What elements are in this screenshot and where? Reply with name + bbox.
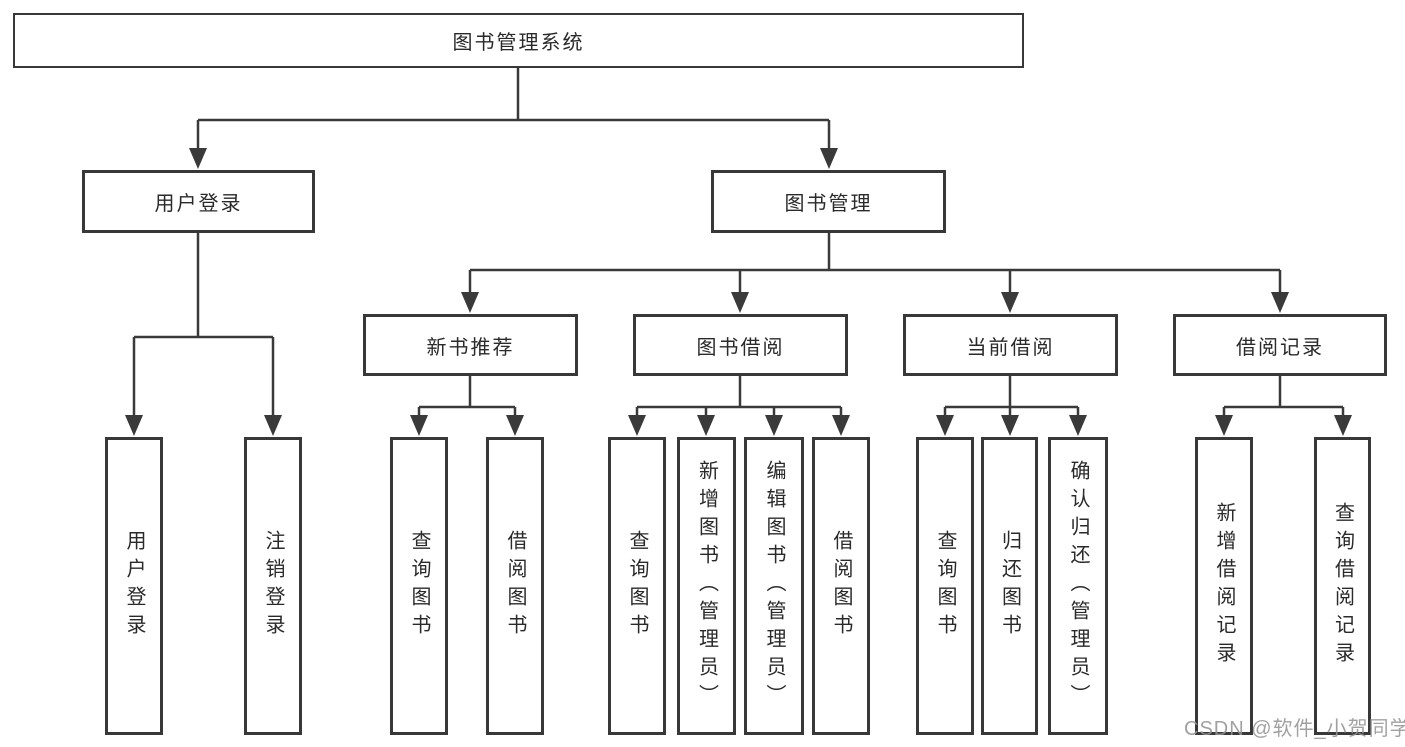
arrowhead-down-icon [1271, 292, 1289, 313]
node-label: 图书管理系统 [452, 32, 585, 54]
node-label: 编辑图书（管理员） [763, 460, 785, 712]
node-label: 新书推荐 [426, 336, 515, 359]
arrowhead-down-icon [697, 415, 715, 436]
leaf-query-books-current: 查询图书 [916, 437, 974, 735]
node-label: 图书借阅 [696, 336, 785, 359]
arrowhead-down-icon [936, 415, 954, 436]
node-label: 查询图书 [626, 530, 648, 642]
node-label: 图书管理 [784, 193, 873, 215]
arrowhead-down-icon [125, 415, 143, 436]
arrowhead-down-icon [1215, 415, 1233, 436]
arrowhead-down-icon [832, 415, 850, 436]
leaf-logout: 注销登录 [244, 437, 302, 735]
node-new-book-recommend: 新书推荐 [363, 314, 578, 376]
leaf-edit-books-admin: 编辑图书（管理员） [744, 437, 804, 735]
node-label: 用户登录 [123, 530, 145, 642]
node-label: 归还图书 [998, 530, 1021, 642]
arrowhead-down-icon [410, 415, 428, 436]
arrowhead-down-icon [461, 292, 479, 313]
leaf-confirm-return-admin: 确认归还（管理员） [1048, 437, 1108, 735]
node-book-borrow: 图书借阅 [633, 314, 848, 376]
leaf-query-borrow-record: 查询借阅记录 [1314, 437, 1371, 735]
leaf-query-books-recommend: 查询图书 [390, 437, 448, 735]
node-label: 借阅记录 [1236, 336, 1324, 359]
node-label: 当前借阅 [966, 336, 1055, 359]
node-label: 查询图书 [408, 530, 430, 642]
node-label: 注销登录 [262, 530, 284, 642]
csdn-watermark: CSDN @软件_小贺同学 [1184, 718, 1405, 740]
arrowhead-down-icon [1001, 415, 1019, 436]
arrowhead-down-icon [189, 148, 207, 169]
node-label: 新增借阅记录 [1213, 502, 1235, 670]
node-label: 查询图书 [934, 530, 956, 642]
connector-book-borrow-to-leaves [628, 376, 850, 436]
node-borrow-records: 借阅记录 [1173, 314, 1387, 376]
node-label: 确认归还（管理员） [1067, 460, 1089, 712]
node-label: 查询借阅记录 [1331, 502, 1354, 670]
node-label: 用户登录 [154, 193, 243, 215]
connector-root-to-level2 [189, 68, 838, 169]
arrowhead-down-icon [1001, 292, 1019, 313]
arrowhead-down-icon [820, 148, 838, 169]
leaf-query-books-borrow: 查询图书 [608, 437, 666, 735]
connector-user-login-to-leaves [125, 233, 282, 436]
node-current-borrow: 当前借阅 [903, 314, 1118, 376]
arrowhead-down-icon [1069, 415, 1087, 436]
leaf-borrow-books-recommend: 借阅图书 [486, 437, 544, 735]
arrowhead-down-icon [264, 415, 282, 436]
node-user-login: 用户登录 [82, 170, 315, 233]
arrowhead-down-icon [506, 415, 524, 436]
arrowhead-down-icon [765, 415, 783, 436]
leaf-return-books: 归还图书 [981, 437, 1038, 735]
leaf-user-login: 用户登录 [105, 437, 163, 735]
leaf-add-borrow-record: 新增借阅记录 [1195, 437, 1253, 735]
node-book-management: 图书管理 [711, 170, 946, 233]
node-root-system: 图书管理系统 [13, 13, 1024, 68]
arrowhead-down-icon [628, 415, 646, 436]
leaf-borrow-books: 借阅图书 [812, 437, 870, 735]
node-label: 借阅图书 [504, 530, 526, 642]
connector-borrow-records-to-leaves [1215, 376, 1352, 436]
connector-book-management-to-level3 [461, 233, 1289, 313]
node-label: 新增图书（管理员） [695, 460, 718, 712]
arrowhead-down-icon [731, 292, 749, 313]
arrowhead-down-icon [1334, 415, 1352, 436]
node-label: 借阅图书 [830, 530, 852, 642]
connector-current-borrow-to-leaves [936, 376, 1087, 436]
connector-new-book-to-leaves [410, 376, 524, 436]
leaf-add-books-admin: 新增图书（管理员） [677, 437, 736, 735]
